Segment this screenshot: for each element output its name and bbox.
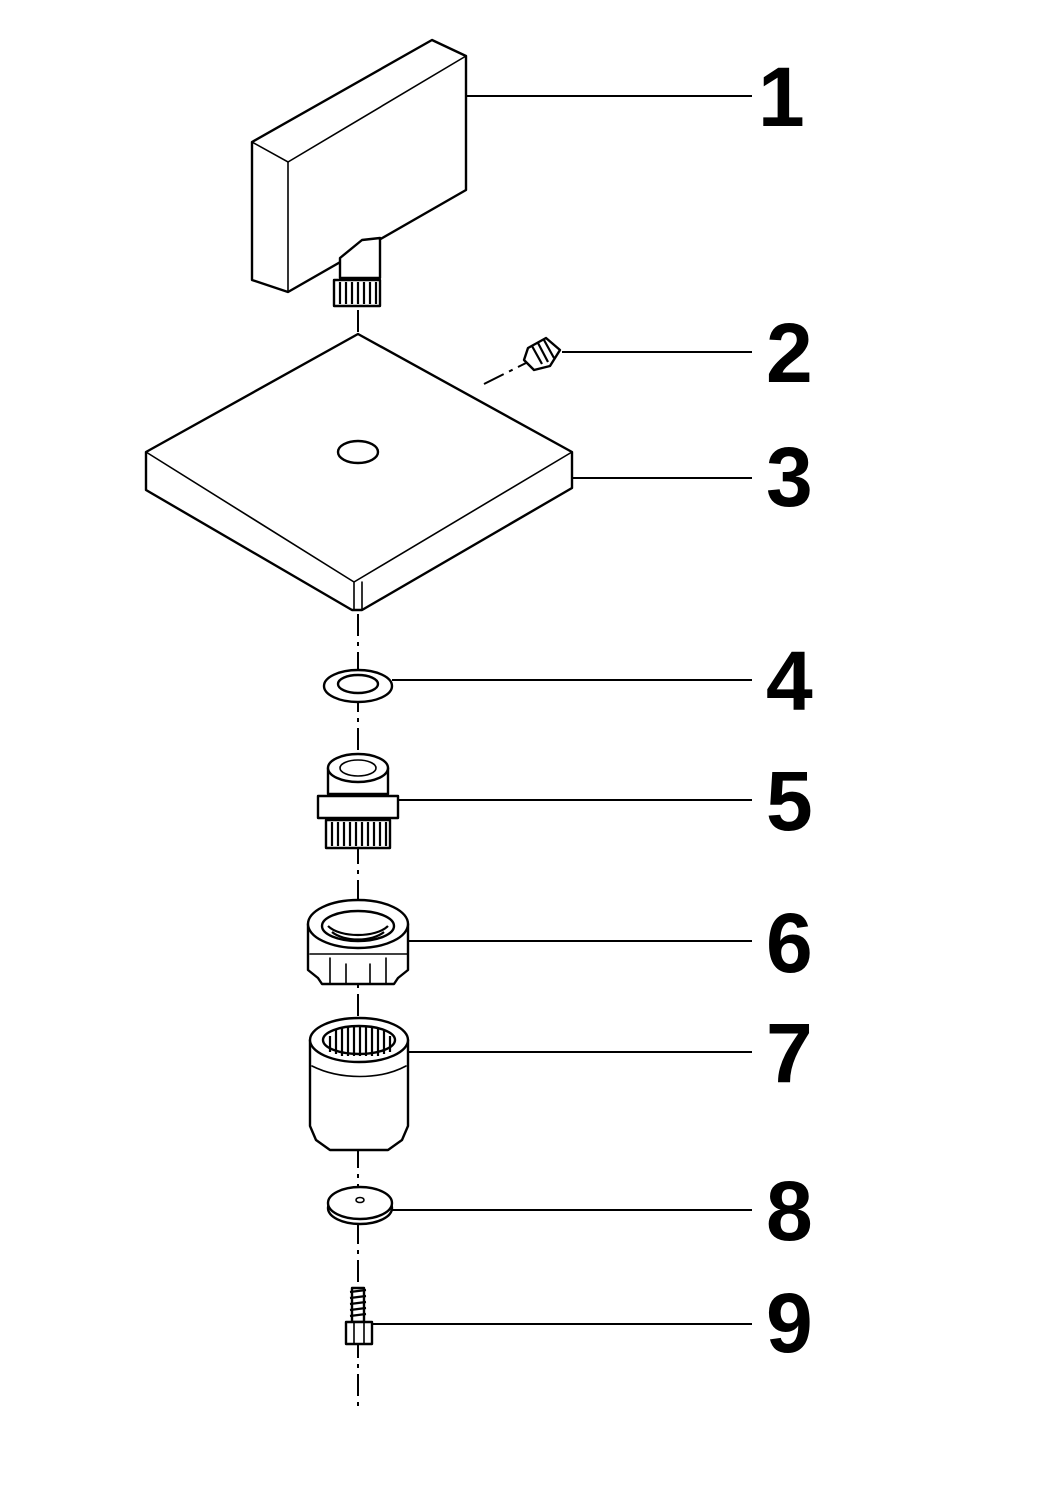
callout-5: 5 (766, 754, 813, 848)
callout-6: 6 (766, 896, 813, 990)
callout-7: 7 (766, 1006, 813, 1100)
part-6-union-nut (306, 898, 410, 986)
callout-2: 2 (766, 306, 813, 400)
part-4-washer (322, 668, 394, 704)
part-7-sleeve (308, 1016, 410, 1152)
part-8-disc-washer (326, 1185, 394, 1226)
part-3-base-plate (144, 332, 574, 612)
callout-labels: 1 2 3 4 5 6 7 8 9 (758, 50, 813, 1370)
callout-8: 8 (766, 1164, 813, 1258)
part-5-nipple-adapter (316, 752, 400, 850)
leader-lines (372, 95, 752, 1325)
callout-3: 3 (766, 430, 813, 524)
callout-9: 9 (766, 1276, 813, 1370)
callout-4: 4 (766, 634, 813, 728)
part-1-shower-head (250, 38, 468, 308)
part-9-bolt (344, 1286, 374, 1346)
part-2-set-screw (522, 336, 562, 372)
callout-1: 1 (758, 50, 805, 144)
